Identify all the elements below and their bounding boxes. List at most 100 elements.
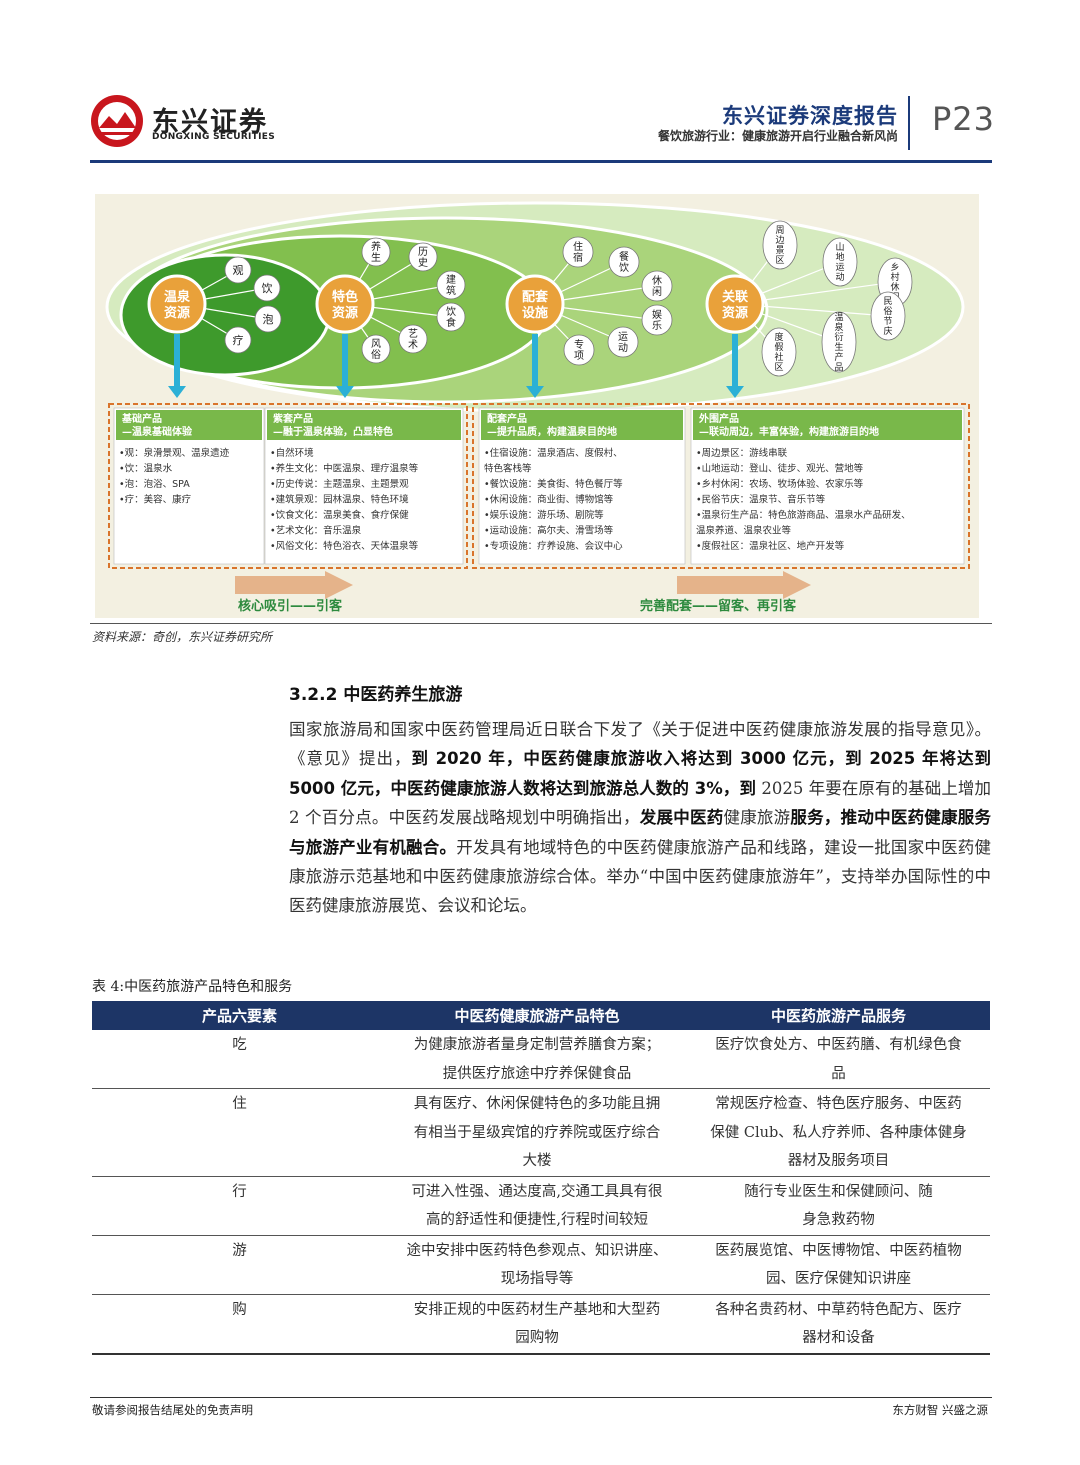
product-box-item: •民俗节庆：温泉节、音乐节等	[696, 494, 826, 506]
table-cell: 医药展览馆、中医博物馆、中医药植物园、医疗保健知识讲座	[687, 1235, 990, 1295]
table-cell: 随行专业医生和保健顾问、随身急救药物	[687, 1176, 990, 1236]
down-arrow-icon	[526, 386, 544, 398]
table-row: 吃为健康旅游者量身定制营养膳食方案；提供医疗旅途中疗养保健食品医疗饮食处方、中医…	[92, 1030, 990, 1089]
dongxing-logo-icon	[91, 95, 143, 147]
product-box-header	[116, 410, 262, 440]
resource-node	[641, 304, 673, 336]
paragraph-run: 2025 年要在原有的基础上增加 2 个百分点。中医药发展战略规划中明确指出，	[289, 778, 991, 828]
footer-rule	[90, 1397, 992, 1398]
resource-node	[361, 237, 391, 267]
resource-node-label: 饮食	[446, 305, 456, 329]
table-cell: 途中安排中医药特色参观点、知识讲座、现场指导等	[387, 1235, 687, 1295]
table-cell: 为健康旅游者量身定制营养膳食方案；提供医疗旅途中疗养保健食品	[387, 1030, 687, 1089]
resource-node-label: 休闲	[652, 275, 662, 298]
resource-node	[563, 334, 595, 366]
resource-node-label: 民俗节庆	[883, 296, 892, 337]
down-arrow-shaft	[342, 334, 348, 388]
resource-node-label: 风俗	[371, 338, 381, 361]
resource-hub-circle	[705, 274, 765, 334]
table-caption: 表 4:中医药旅游产品特色和服务	[92, 979, 293, 995]
core-arrow-icon	[235, 571, 353, 599]
resource-hub-circle	[505, 274, 565, 334]
table-cell: 游	[92, 1235, 387, 1295]
table-row: 住具有医疗、休闲保健特色的多功能且拥有相当于星级宾馆的疗养院或医疗综合大楼常规医…	[92, 1088, 990, 1177]
table-row: 购安排正规的中医药材生产基地和大型药园购物各种名贵药材、中草药特色配方、医疗器材…	[92, 1294, 990, 1355]
table-cell: 各种名贵药材、中草药特色配方、医疗器材和设备	[687, 1294, 990, 1355]
resource-node	[398, 324, 428, 354]
table-cell: 安排正规的中医药材生产基地和大型药园购物	[387, 1294, 687, 1355]
resource-node	[361, 334, 391, 364]
product-box-title: 配套产品—提升品质，构建温泉目的地	[487, 412, 617, 438]
product-box-item: •风俗文化：特色浴衣、天体温泉等	[270, 540, 419, 552]
table-row: 游途中安排中医药特色参观点、知识讲座、现场指导等医药展览馆、中医博物馆、中医药植…	[92, 1235, 990, 1295]
product-box-header	[693, 410, 962, 440]
table-cell: 行	[92, 1176, 387, 1236]
product-box-item: •泡：泡浴、SPA	[119, 478, 190, 490]
resource-hub-label: 关联资源	[722, 289, 748, 321]
product-box-item: •自然环境	[270, 447, 314, 459]
table-header-cell: 产品六要素	[92, 1001, 387, 1030]
resource-node	[436, 302, 466, 332]
diagram-canvas: 观饮泡疗温泉资源养生历史建筑饮食艺术风俗特色资源住宿餐饮休闲娱乐运动专项配套设施…	[105, 201, 970, 614]
down-arrow-icon	[336, 386, 354, 398]
product-box-header	[481, 410, 683, 440]
product-box-item: •运动设施：高尔夫、滑雪场等	[484, 525, 614, 537]
product-box-item: •温泉衍生产品：特色旅游商品、温泉水产品研发、	[696, 509, 911, 521]
resource-node-label: 运动	[618, 331, 628, 354]
table-header-cell: 中医药旅游产品服务	[687, 1001, 990, 1030]
product-box-title: 外围产品—联动周边，丰富体验，构建旅游目的地	[698, 412, 879, 438]
product-box-item: •休闲设施：商业街、博物馆等	[484, 494, 614, 506]
product-box-title: 紫套产品—融于温泉体验，凸显特色	[273, 412, 393, 438]
down-arrow-icon	[726, 386, 744, 398]
table-cell: 吃	[92, 1030, 387, 1089]
down-arrow-icon	[168, 386, 186, 398]
tcm-tourism-table: 产品六要素 中医药健康旅游产品特色 中医药旅游产品服务 吃为健康旅游者量身定制营…	[92, 1001, 990, 1355]
source-note: 资料来源：奇创，东兴证券研究所	[92, 630, 273, 644]
resource-node-label: 历史	[418, 246, 428, 269]
resource-node	[562, 236, 594, 268]
resource-node-label: 疗	[233, 333, 244, 347]
header-separator	[908, 96, 910, 150]
company-logo-english: DONGXING SECURITIES	[152, 132, 276, 142]
hot-spring-product-diagram: 观饮泡疗温泉资源养生历史建筑饮食艺术风俗特色资源住宿餐饮休闲娱乐运动专项配套设施…	[95, 194, 979, 618]
resource-node	[408, 242, 438, 272]
resource-node	[224, 256, 252, 284]
resource-hub-label: 配套设施	[522, 289, 549, 321]
product-box-item: •观：泉滑景观、温泉遗迹	[119, 447, 230, 459]
core-arrow-label: 核心吸引——引客	[238, 598, 343, 614]
section-title: 3.2.2 中医药养生旅游	[289, 685, 463, 705]
paragraph-run: 国家旅游局和国家中医药管理局近日联合下发了《关于促进中医药健康旅游发展的指导意见…	[289, 720, 991, 769]
resource-hub-label: 温泉资源	[164, 289, 191, 321]
resource-node-label: 山地运动	[835, 242, 844, 283]
resource-node	[761, 327, 797, 377]
table-header-cell: 中医药健康旅游产品特色	[387, 1001, 687, 1030]
resource-hub-label: 特色资源	[332, 289, 358, 321]
product-box-item: •养生文化：中医温泉、理疗温泉等	[270, 463, 419, 475]
resource-node	[254, 305, 282, 333]
product-box-title: 基础产品—温泉基础体验	[121, 412, 193, 438]
product-box-item: •娱乐设施：游乐场、剧院等	[484, 509, 604, 521]
table-cell: 常规医疗检查、特色医疗服务、中医药保健 Club、私人疗养师、各种康体健身器材及…	[687, 1088, 990, 1177]
resource-node-label: 饮	[262, 282, 273, 295]
product-box-item: 温泉养道、温泉农业等	[696, 525, 792, 537]
table-header-row: 产品六要素 中医药健康旅游产品特色 中医药旅游产品服务	[92, 1001, 990, 1030]
paragraph-bold-run: 到 2020 年，中医药健康旅游收入将达到 3000 亿元，到 2025 年将达…	[289, 749, 991, 798]
resource-node-label: 娱乐	[652, 308, 662, 332]
product-box-item: •周边景区：游线串联	[696, 447, 788, 459]
product-box-item: •饮食文化：温泉美食、食疗保健	[270, 509, 409, 521]
resource-node	[607, 326, 639, 358]
product-box-item: •艺术文化：音乐温泉	[270, 525, 362, 537]
report-title: 东兴证券深度报告	[722, 104, 898, 128]
product-box-item: •餐饮设施：美食街、特色餐厅等	[484, 478, 623, 490]
resource-node-label: 专项	[574, 338, 584, 362]
table-cell: 住	[92, 1088, 387, 1177]
resource-node-label: 艺术	[408, 328, 418, 351]
table-row: 行可进入性强、通达度高,交通工具具有很高的舒适性和便捷性,行程时间较短随行专业医…	[92, 1176, 990, 1236]
resource-node	[821, 311, 857, 373]
product-box-item: •乡村休闲：农场、牧场体验、农家乐等	[696, 478, 864, 490]
footer-slogan: 东方财智 兴盛之源	[892, 1403, 988, 1417]
resource-node-label: 餐饮	[619, 250, 629, 274]
resource-node	[224, 326, 252, 354]
paragraph-run: 健康旅游	[723, 808, 791, 828]
page-number: P23	[932, 100, 996, 138]
